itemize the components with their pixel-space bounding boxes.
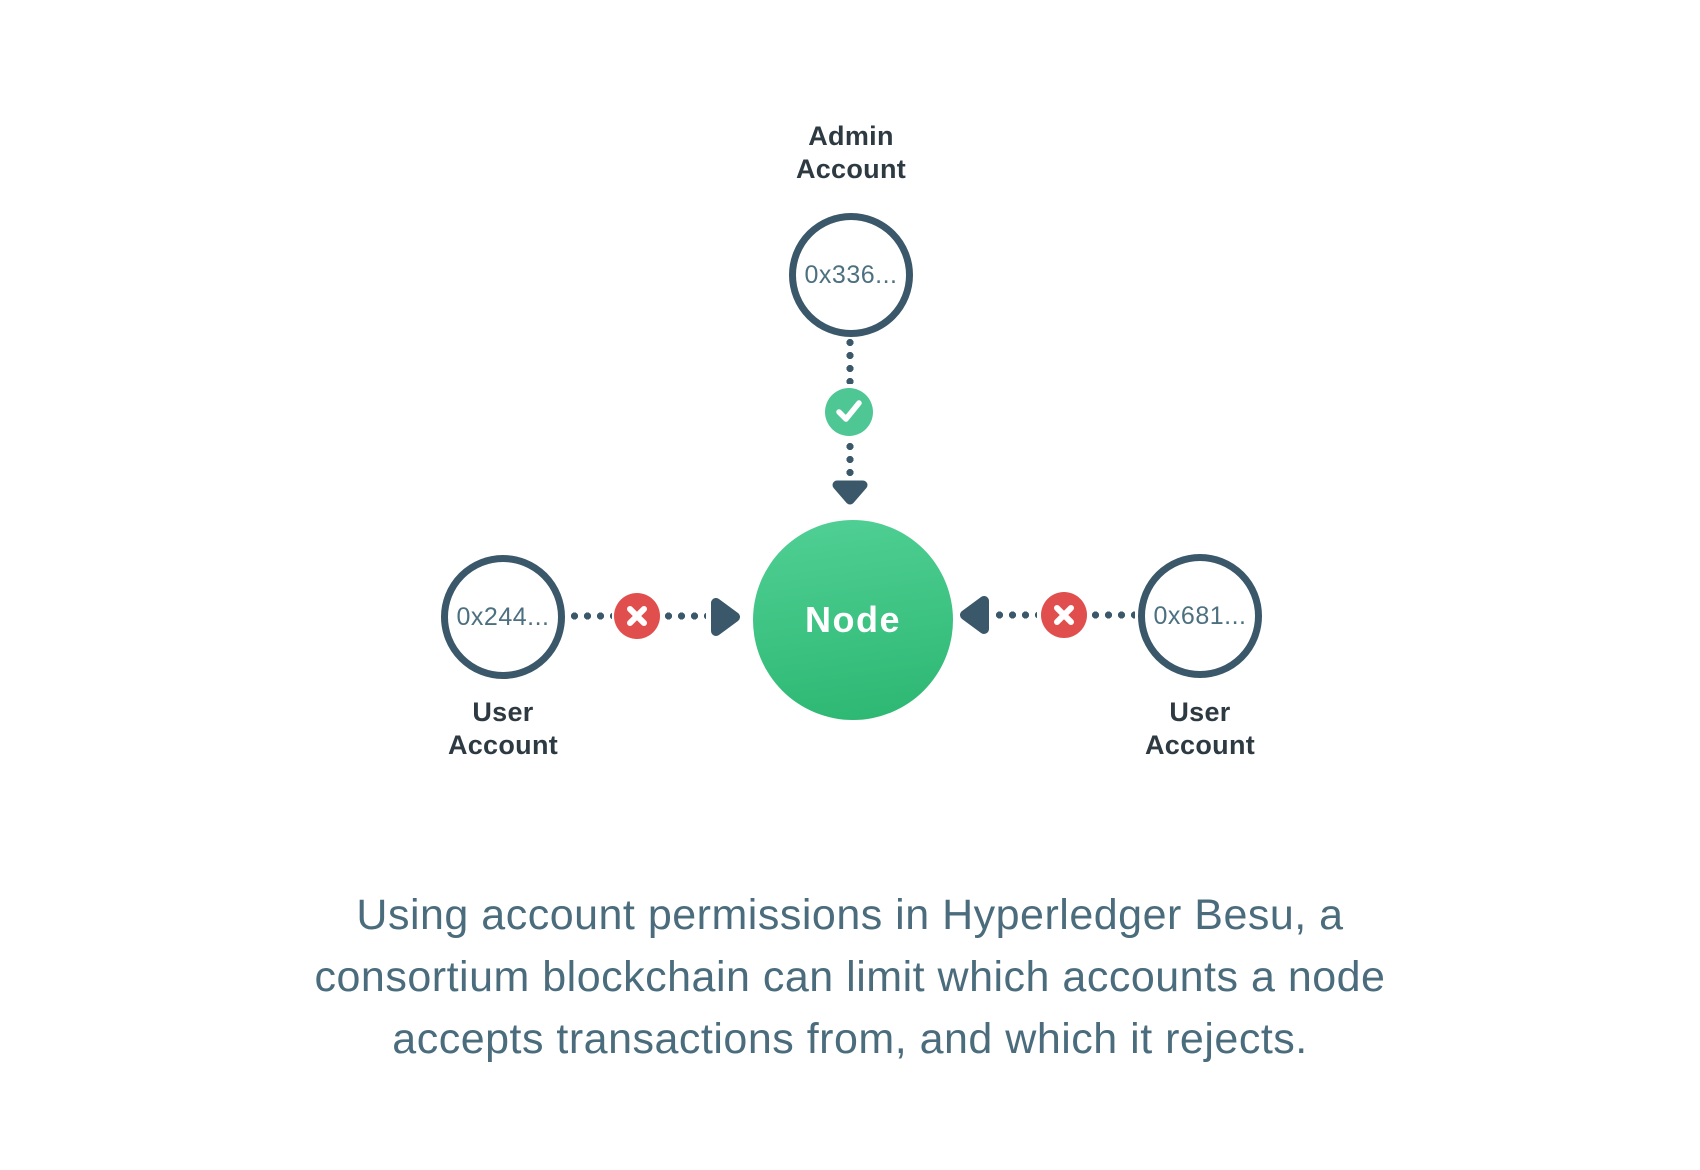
dotted-line-left-user-to-badge xyxy=(570,612,612,620)
user-account-right-circle: 0x681... xyxy=(1138,554,1262,678)
admin-account-address: 0x336... xyxy=(804,260,898,289)
arrowhead-left-icon xyxy=(960,596,989,634)
arrowhead-down-icon xyxy=(832,480,868,505)
caption-line-3: accepts transactions from, and which it … xyxy=(392,1015,1308,1063)
arrowhead-right-icon xyxy=(711,598,740,636)
x-icon xyxy=(1054,605,1074,625)
user-account-left-circle: 0x244... xyxy=(441,555,565,679)
user-account-right-label: User Account xyxy=(1144,697,1256,760)
node-circle: Node xyxy=(753,520,953,720)
dotted-line-right-badge-to-user xyxy=(1091,611,1135,619)
user-account-left-address: 0x244... xyxy=(456,602,550,631)
caption: Using account permissions in Hyperledger… xyxy=(150,884,1550,1070)
user-account-left-label: User Account xyxy=(447,697,559,760)
x-icon xyxy=(627,606,647,626)
dotted-line-left-badge-to-node xyxy=(664,612,706,620)
user-account-right-address: 0x681... xyxy=(1153,601,1247,630)
deny-badge-left xyxy=(614,593,660,639)
deny-badge-right xyxy=(1041,592,1087,638)
allow-badge xyxy=(825,388,873,436)
admin-account-label: Admin Account xyxy=(795,121,907,184)
node-label: Node xyxy=(805,599,901,640)
caption-line-1: Using account permissions in Hyperledger… xyxy=(356,891,1344,939)
check-icon xyxy=(836,400,862,422)
dotted-line-node-to-right-badge xyxy=(995,611,1037,619)
dotted-line-admin-to-badge xyxy=(846,338,854,384)
admin-account-circle: 0x336... xyxy=(789,213,913,337)
dotted-line-badge-to-node xyxy=(846,442,854,478)
caption-line-2: consortium blockchain can limit which ac… xyxy=(314,953,1386,1001)
